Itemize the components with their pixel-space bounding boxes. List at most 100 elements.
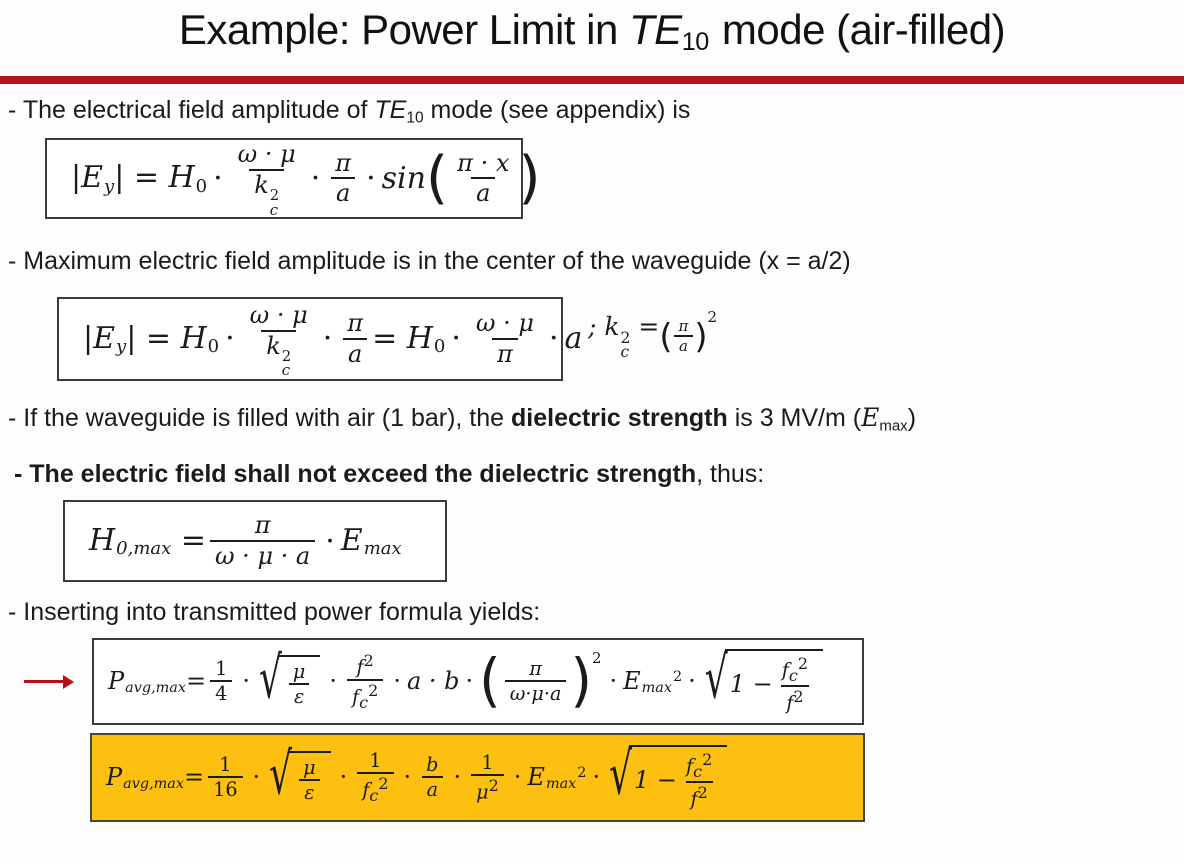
- numerator: μ: [292, 659, 306, 683]
- formula-box-pavgmax-general: Pavg,max= 1 4 · √ μ ε · f2 fc2 ·: [92, 638, 864, 725]
- denominator: ε: [299, 778, 320, 804]
- math-subscript: 0,max: [116, 538, 172, 560]
- right-paren: ): [518, 144, 541, 211]
- denominator: fc2: [347, 678, 384, 712]
- subscript: c: [788, 665, 798, 685]
- fraction: π ω · μ · a: [209, 511, 316, 571]
- numerator: 1: [481, 751, 494, 775]
- math-token: 1 −: [729, 669, 773, 698]
- math-token: |E: [83, 320, 116, 356]
- bullet1-te-subscript: 10: [406, 109, 424, 127]
- multiply-dot: ·: [451, 321, 461, 357]
- numerator: π: [254, 511, 271, 540]
- math-token: E: [340, 522, 363, 558]
- exponent: 2: [488, 776, 499, 796]
- fraction: π a: [330, 149, 356, 209]
- fraction: f2 fc2: [347, 651, 384, 712]
- bullet3-text: - If the waveguide is filled with air (1…: [8, 404, 512, 432]
- numerator: fc2: [777, 654, 813, 685]
- multiply-dot: ·: [242, 667, 250, 696]
- denominator: a: [421, 776, 444, 801]
- math-run: Emax2: [623, 667, 682, 697]
- exponent: 2: [620, 328, 631, 347]
- radicand: 1 − fc2 f2: [629, 744, 728, 811]
- denominator: 4: [210, 680, 233, 705]
- title-divider: [0, 76, 1184, 84]
- bullet5-text: - Inserting into transmitted power formu…: [8, 598, 541, 626]
- formula-box-h0max: H0,max = π ω · μ · a · Emax: [63, 500, 447, 582]
- math-run: = H0: [372, 321, 445, 358]
- math-subscript: avg,max: [125, 680, 186, 697]
- sin-function: sin: [381, 160, 426, 196]
- math-subscript: avg,max: [123, 776, 184, 793]
- title-te: TE: [629, 6, 682, 53]
- right-arrow-icon: [24, 680, 64, 683]
- fraction: 1 16: [208, 753, 243, 801]
- math-token: | = H: [126, 320, 207, 356]
- bullet3-text-suffix: ): [907, 404, 917, 432]
- math-token: f: [690, 787, 698, 811]
- right-paren: ): [694, 316, 708, 356]
- page-title: Example: Power Limit in TE10 mode (air-f…: [0, 6, 1184, 57]
- exponent: 2: [368, 680, 379, 700]
- bullet-shall-not-exceed: - The electric field shall not exceed th…: [14, 460, 764, 489]
- multiply-dot: ·: [688, 667, 696, 696]
- numerator: b: [426, 753, 439, 777]
- exponent: 2: [702, 749, 713, 769]
- math-run: |Ey| = H0: [71, 160, 207, 197]
- square-root: √ μ ε: [269, 747, 331, 804]
- radical-sign: √: [704, 646, 728, 713]
- denominator: ω·μ·a: [504, 680, 567, 705]
- fraction: π · x a: [452, 149, 514, 209]
- math-run: H0,max =: [89, 523, 206, 560]
- denominator: a: [471, 177, 496, 208]
- formula-pavgmax-general: Pavg,max= 1 4 · √ μ ε · f2 fc2 ·: [108, 646, 826, 715]
- left-paren: (: [659, 316, 673, 356]
- numerator: π: [347, 309, 364, 338]
- radical-sign: √: [609, 742, 633, 809]
- multiply-dot: ·: [213, 160, 223, 196]
- multiply-dot: ·: [339, 763, 348, 792]
- multiply-dot: ·: [322, 321, 333, 357]
- left-paren: (: [479, 647, 501, 715]
- math-token: = H: [372, 320, 433, 356]
- math-token: ; k: [588, 312, 620, 341]
- math-token: f: [356, 655, 364, 679]
- fraction: μ ε: [298, 756, 320, 804]
- math-run: Pavg,max=: [108, 667, 206, 697]
- right-paren: ): [570, 647, 592, 715]
- title-text: Example: Power Limit in: [178, 6, 630, 53]
- math-token: =: [184, 762, 205, 791]
- math-token: P: [106, 762, 123, 791]
- math-run: Emax: [341, 523, 402, 560]
- multiply-dot: ·: [325, 523, 335, 559]
- exponent: 2: [269, 186, 280, 205]
- multiply-dot: ·: [609, 667, 618, 696]
- fraction: 1 fc2: [357, 749, 394, 806]
- multiply-dot: ·: [252, 763, 261, 792]
- math-subscript: max: [545, 776, 577, 793]
- multiply-dot: ·: [393, 667, 401, 696]
- multiply-dot: ·: [592, 763, 601, 792]
- math-subscript: 0: [207, 336, 220, 358]
- numerator: 1: [215, 657, 228, 681]
- math-run: |Ey| = H0: [83, 321, 219, 358]
- fraction: π a: [673, 317, 693, 355]
- exponent: 2: [281, 346, 292, 365]
- bullet-inserting-power: - Inserting into transmitted power formu…: [8, 598, 540, 627]
- math-token: =: [186, 666, 207, 695]
- numerator: ω · μ: [249, 300, 308, 329]
- exponent: 2: [378, 774, 389, 794]
- exponent: 2: [707, 308, 718, 326]
- exponent: 2: [363, 651, 374, 671]
- math-token: E: [527, 762, 545, 791]
- bullet3-bold-text: dielectric strength: [511, 404, 728, 432]
- exponent: 2: [577, 764, 587, 781]
- denominator: μ2: [471, 774, 504, 804]
